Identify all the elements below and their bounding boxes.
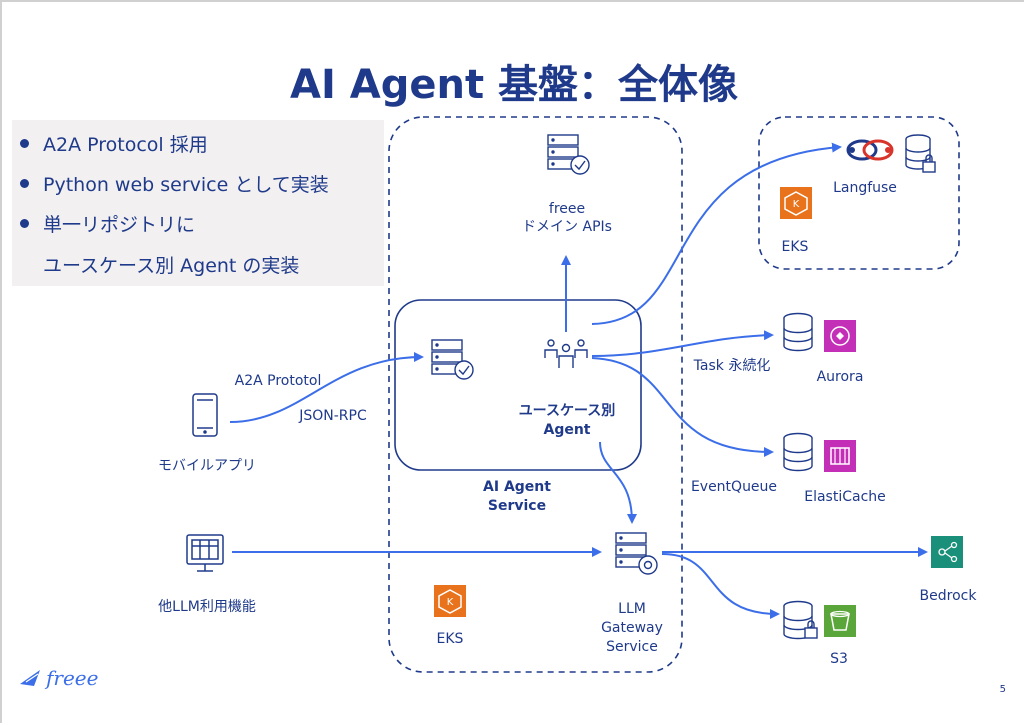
a2a-edge-label: A2A Prototol — [234, 373, 322, 389]
bullet-dot-icon — [20, 139, 29, 148]
bullet-text: Python web service として実装 — [43, 174, 329, 196]
usecase-agent-label-line1: ユースケース別 — [518, 403, 616, 419]
bullet-text: A2A Protocol 採用 — [43, 134, 208, 156]
event-queue-edge-label: EventQueue — [690, 479, 778, 495]
bullet-dot-icon — [20, 219, 29, 228]
bullet-item: Python web service として実装 — [20, 170, 329, 197]
llm-gateway-label-line1: LLM — [618, 601, 646, 617]
elasticache-icon — [824, 440, 856, 472]
ai-agent-service-label-line1: AI Agent — [483, 479, 551, 495]
bedrock-icon — [931, 536, 963, 568]
llm-gateway-label-line3: Service — [606, 639, 658, 655]
bullet-item: 単一リポジトリに — [20, 210, 195, 237]
page-number: 5 — [999, 684, 1006, 695]
ai-agent-service-label-line2: Service — [487, 498, 547, 514]
s3-bucket-icon — [824, 605, 856, 637]
arrow-to-llm-gateway — [599, 441, 637, 524]
mobile-app-label: モバイルアプリ — [158, 458, 256, 474]
eks-cluster-boundary — [388, 116, 683, 673]
freee-apis-label-line2: ドメイン APIs — [522, 219, 612, 235]
arrow-a2a — [229, 352, 424, 423]
arrow-to-s3 — [661, 553, 780, 619]
eks-langfuse-label: EKS — [781, 239, 809, 255]
arrow-to-elasticache — [591, 357, 774, 457]
freee-apis-label-line1: freee — [548, 201, 586, 217]
bullet-item: ユースケース別 Agent の実装 — [43, 251, 299, 278]
langfuse-logo-icon — [846, 139, 894, 161]
mobile-phone-icon — [192, 393, 218, 437]
api-server-icon — [547, 134, 590, 175]
bullet-box: A2A Protocol 採用 Python web service として実装… — [12, 120, 384, 286]
database-icon — [783, 432, 813, 472]
usecase-agent-label-line2: Agent — [543, 422, 591, 438]
arrow-to-langfuse — [591, 142, 842, 325]
langfuse-label: Langfuse — [833, 180, 897, 196]
other-llm-label: 他LLM利用機能 — [158, 599, 256, 615]
eks-main-label: EKS — [436, 631, 464, 647]
ai-agent-service-box — [394, 299, 642, 471]
freee-logo: freee — [16, 664, 106, 698]
freee-bird-icon — [20, 670, 40, 686]
bullet-dot-icon — [20, 179, 29, 188]
a2a-server-icon — [431, 339, 474, 380]
s3-label: S3 — [830, 651, 848, 667]
database-icon — [783, 312, 813, 352]
svg-text:K: K — [793, 199, 800, 210]
arrow-to-aurora — [591, 330, 774, 357]
freee-logo-text: freee — [46, 666, 99, 690]
aurora-icon — [824, 320, 856, 352]
elasticache-label: ElastiCache — [804, 489, 886, 505]
eks-icon: K — [780, 187, 812, 219]
bullet-item: A2A Protocol 採用 — [20, 130, 208, 157]
task-edge-label: Task 永続化 — [693, 358, 771, 374]
database-lock-icon — [905, 134, 936, 173]
svg-text:K: K — [447, 597, 454, 608]
monitor-icon — [186, 534, 224, 572]
bullet-text: 単一リポジトリに — [43, 214, 196, 236]
llm-gateway-label-line2: Gateway — [601, 620, 663, 636]
eks-icon: K — [434, 585, 466, 617]
bedrock-label: Bedrock — [919, 588, 977, 604]
page-title: AI Agent 基盤：全体像 — [289, 62, 738, 108]
jsonrpc-edge-label: JSON-RPC — [299, 408, 367, 424]
gateway-server-icon — [615, 532, 658, 575]
database-lock-icon — [783, 600, 818, 640]
aurora-label: Aurora — [816, 369, 864, 385]
agents-icon — [544, 339, 588, 368]
bullet-text: ユースケース別 Agent の実装 — [43, 255, 300, 277]
